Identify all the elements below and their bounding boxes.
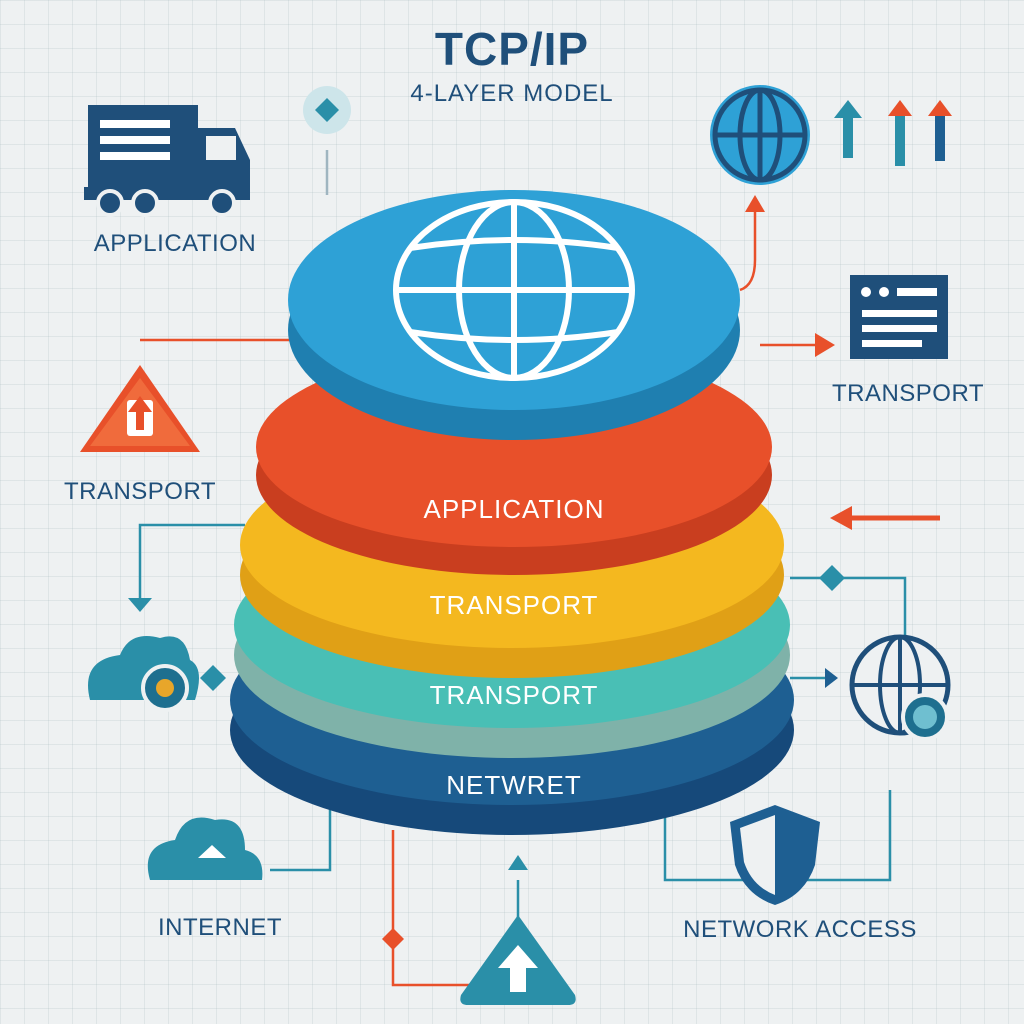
arrowhead-up-teal-icon <box>508 855 528 870</box>
label-transport-right: TRANSPORT <box>808 380 1008 408</box>
connector-left-mid <box>140 525 245 600</box>
globe-gear-icon <box>852 637 948 739</box>
layer-label-application: APPLICATION <box>364 494 664 525</box>
connector-bottom-orange <box>393 830 475 985</box>
diamond-right-icon <box>819 565 845 591</box>
label-network-access: NETWORK ACCESS <box>650 916 950 944</box>
arrowhead-left-icon <box>830 506 852 530</box>
label-internet: INTERNET <box>120 914 320 942</box>
diamond-bottom-icon <box>382 928 404 950</box>
arrowhead-down-icon <box>128 598 152 612</box>
warning-icon <box>80 365 200 452</box>
page-subtitle: 4-LAYER MODEL <box>312 80 712 108</box>
arrowhead-right-teal-icon <box>825 668 838 688</box>
layer-label-netwret: NETWRET <box>364 770 664 801</box>
globe-top-right-icon <box>710 85 810 185</box>
diamond-left-icon <box>200 665 226 691</box>
layer-label-transport-aqua: TRANSPORT <box>364 680 664 711</box>
cloud-gear-icon <box>88 636 199 710</box>
shield-icon <box>730 805 820 905</box>
truck-icon <box>84 105 250 215</box>
label-application: APPLICATION <box>60 230 290 258</box>
up-arrow-triangle-icon <box>460 915 575 1005</box>
label-transport-left: TRANSPORT <box>40 478 240 506</box>
server-icon <box>850 275 948 359</box>
page-title: TCP/IP <box>312 22 712 76</box>
arrowhead-up-icon <box>745 195 765 212</box>
cloud-icon <box>148 818 263 881</box>
arrows-cluster-icon <box>834 100 952 166</box>
arrowhead-right-icon <box>815 333 835 357</box>
layer-label-transport-yellow: TRANSPORT <box>364 590 664 621</box>
globe-icon <box>396 202 632 378</box>
connector-top-right <box>740 205 755 290</box>
